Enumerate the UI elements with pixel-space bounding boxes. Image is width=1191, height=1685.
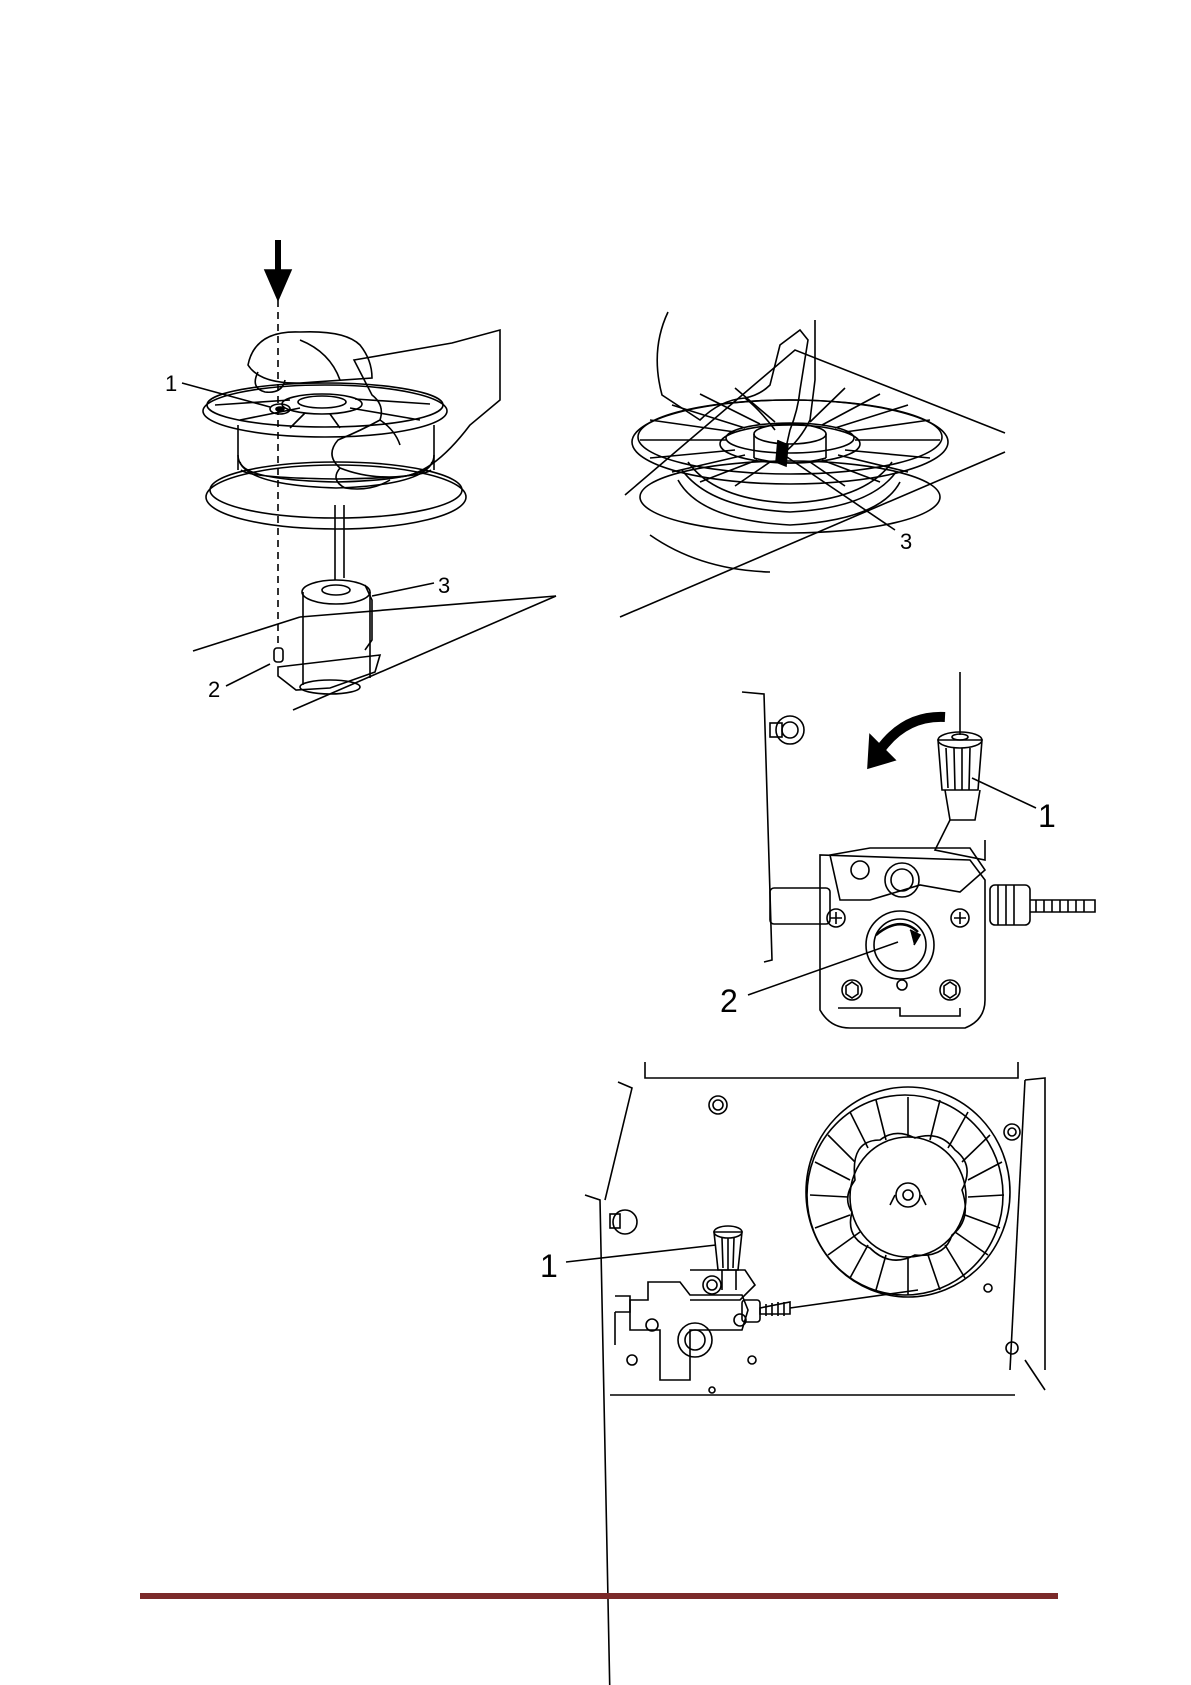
footer-rule: [140, 1593, 1058, 1599]
